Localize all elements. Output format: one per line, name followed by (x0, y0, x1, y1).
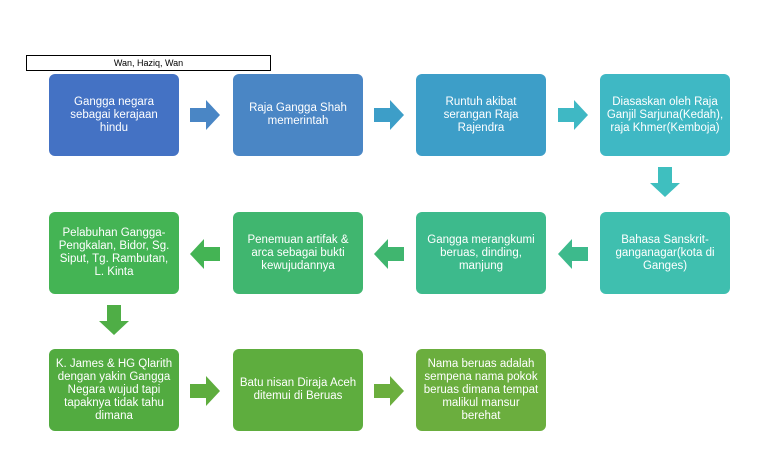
flow-node-5: Bahasa Sanskrit-ganganagar(kota di Gange… (600, 212, 730, 294)
arrow-left-icon (374, 239, 404, 269)
arrow-right-icon (558, 100, 588, 130)
flow-node-1: Gangga negara sebagai kerajaan hindu (49, 74, 179, 156)
flow-node-2: Raja Gangga Shah memerintah (233, 74, 363, 156)
flow-node-8: Pelabuhan Gangga-Pengkalan, Bidor, Sg. S… (49, 212, 179, 294)
node-8-text: Pelabuhan Gangga-Pengkalan, Bidor, Sg. S… (58, 227, 170, 278)
node-5-text: Bahasa Sanskrit-ganganagar(kota di Gange… (615, 233, 715, 272)
flow-node-10: Batu nisan Diraja Aceh ditemui di Beruas (233, 349, 363, 431)
arrow-right-icon (190, 376, 220, 406)
flow-node-11: Nama beruas adalah sempena nama pokok be… (416, 349, 546, 431)
flow-node-3: Runtuh akibat serangan Raja Rajendra (416, 74, 546, 156)
node-10-text: Batu nisan Diraja Aceh ditemui di Beruas (239, 377, 357, 402)
node-2-text: Raja Gangga Shah memerintah (249, 102, 347, 127)
node-3-text: Runtuh akibat serangan Raja Rajendra (443, 95, 519, 134)
flow-node-4: Diasaskan oleh Raja Ganjil Sarjuna(Kedah… (600, 74, 730, 156)
flow-node-9: K. James & HG Qlarith dengan yakin Gangg… (49, 349, 179, 431)
arrow-right-icon (190, 100, 220, 130)
arrow-right-icon (374, 376, 404, 406)
arrow-left-icon (558, 239, 588, 269)
node-11-text: Nama beruas adalah sempena nama pokok be… (423, 357, 539, 422)
node-9-text: K. James & HG Qlarith dengan yakin Gangg… (55, 357, 173, 422)
flow-node-6: Gangga merangkumi beruas, dinding, manju… (416, 212, 546, 294)
node-6-text: Gangga merangkumi beruas, dinding, manju… (427, 233, 535, 272)
arrow-down-icon (650, 167, 680, 197)
node-7-text: Penemuan artifak & arca sebagai bukti ke… (247, 233, 349, 272)
arrow-right-icon (374, 100, 404, 130)
node-1-text: Gangga negara sebagai kerajaan hindu (70, 95, 158, 134)
flow-node-7: Penemuan artifak & arca sebagai bukti ke… (233, 212, 363, 294)
node-4-text: Diasaskan oleh Raja Ganjil Sarjuna(Kedah… (606, 95, 724, 134)
author-names-box: Wan, Haziq, Wan (26, 55, 271, 71)
arrow-down-icon (99, 305, 129, 335)
arrow-left-icon (190, 239, 220, 269)
